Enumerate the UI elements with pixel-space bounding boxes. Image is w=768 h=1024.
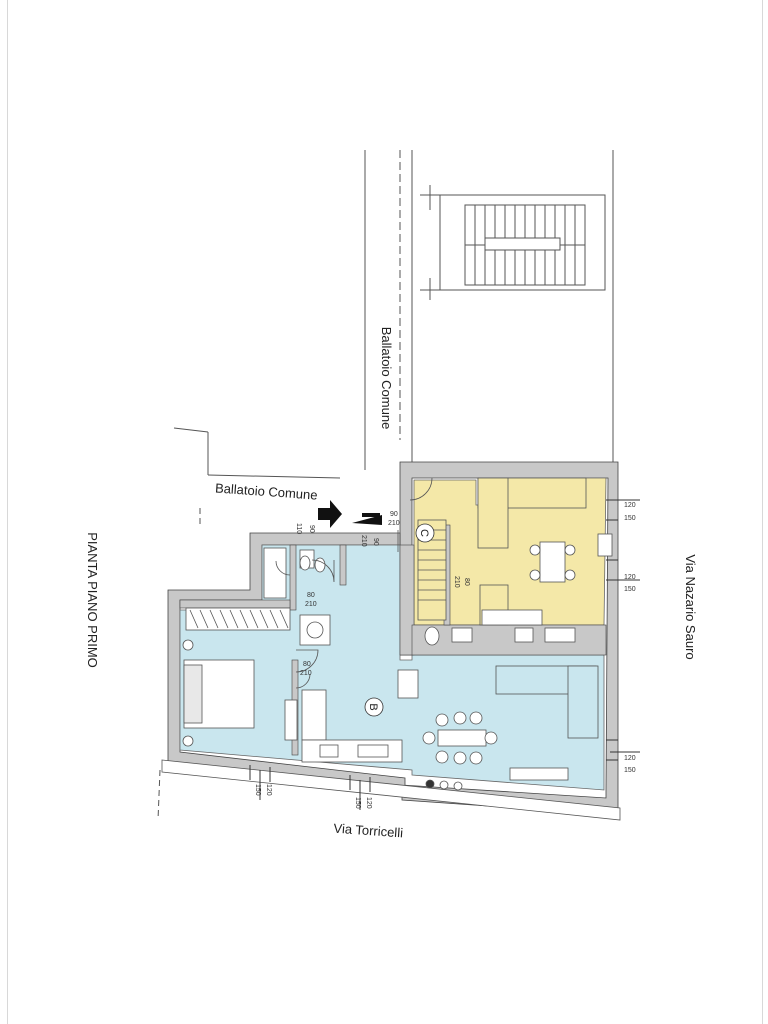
- dim-bed-door-height: 210: [300, 670, 312, 677]
- dim-door-b-width: 90: [372, 538, 379, 546]
- unit-b-furniture: [182, 547, 599, 791]
- corridor-label-side: Ballatoio Comune: [379, 327, 394, 430]
- entrance-arrows: [318, 500, 382, 528]
- dim-bottom-2b: 150: [354, 797, 361, 809]
- entrance-arrow-c: [352, 515, 382, 525]
- dim-c-door-width: 80: [463, 578, 470, 586]
- unit-c-marker: [415, 523, 435, 543]
- unit-b-marker: [364, 697, 384, 717]
- street-via-torricelli: Via Torricelli: [333, 821, 404, 841]
- unit-b-label: B: [367, 703, 379, 710]
- neighbour-outline: [157, 150, 614, 821]
- dim-right-2b: 150: [624, 586, 636, 593]
- page-sheet: [7, 0, 763, 1024]
- dim-c-door-height: 210: [453, 576, 460, 588]
- dim-right-3b: 150: [624, 767, 636, 774]
- dim-bottom-1a: 120: [265, 784, 272, 796]
- dimensions: 120 150 120 150 120 150 120 150 120 150 …: [254, 502, 636, 809]
- dim-door-b-height: 210: [360, 535, 367, 547]
- street-via-nazario-sauro: Via Nazario Sauro: [683, 554, 698, 659]
- staircase: [420, 185, 606, 300]
- dim-window-90: 90: [308, 525, 315, 533]
- dim-right-3a: 120: [624, 755, 636, 762]
- plan-title: PIANTA PIANO PRIMO: [85, 532, 100, 668]
- dim-bath-door-height: 210: [305, 601, 317, 608]
- dim-bath-door-width: 80: [307, 592, 315, 599]
- unit-c-furniture: [417, 477, 613, 646]
- dim-right-1a: 120: [624, 502, 636, 509]
- dim-door-c-height: 210: [388, 520, 400, 527]
- doors: [275, 477, 433, 689]
- windows: [249, 499, 640, 810]
- dim-bottom-1b: 150: [254, 784, 261, 796]
- unit-c-label: C: [418, 529, 430, 537]
- corridor-label-top: Ballatoio Comune: [215, 480, 318, 502]
- dim-door-c-width: 90: [390, 511, 398, 518]
- dim-bottom-2a: 120: [365, 797, 372, 809]
- dim-right-1b: 150: [624, 515, 636, 522]
- dim-window-110: 110: [295, 523, 302, 534]
- dim-right-2a: 120: [624, 574, 636, 581]
- entrance-arrow-b: [318, 500, 342, 528]
- dim-bed-door-width: 80: [303, 661, 311, 668]
